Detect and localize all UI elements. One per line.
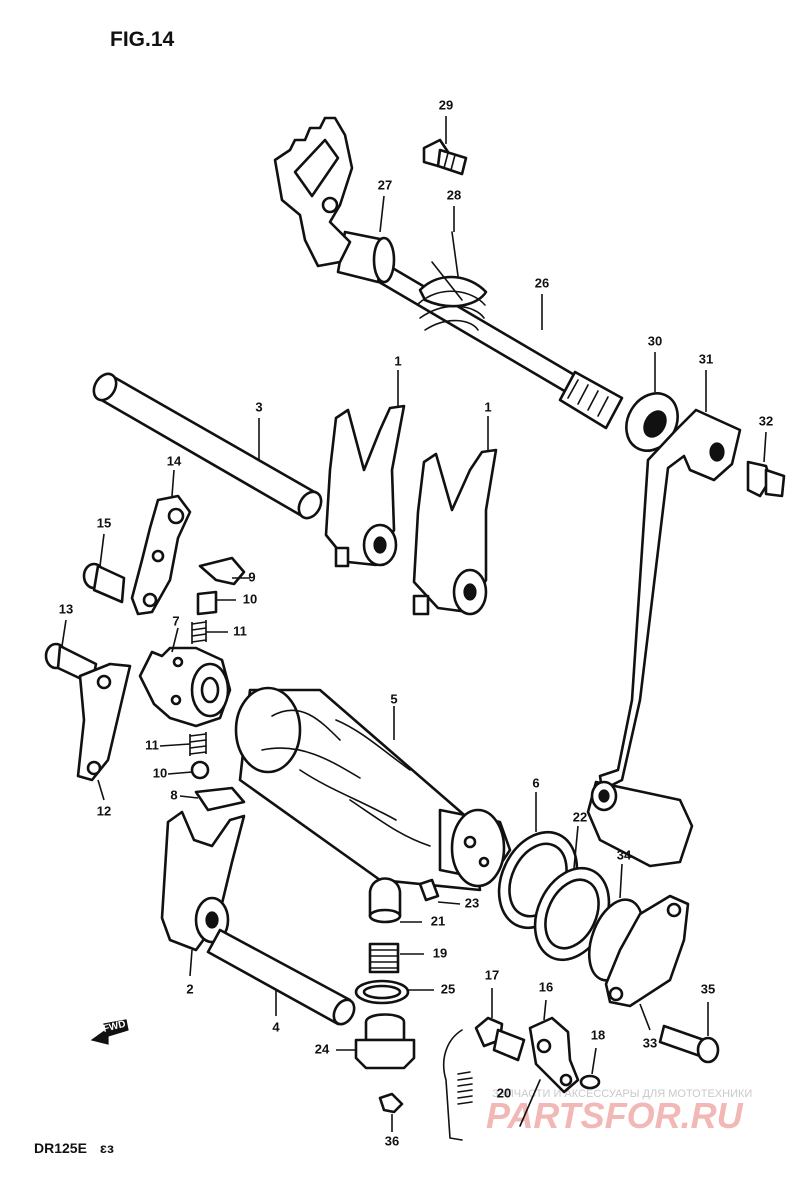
guide-screw — [82, 562, 126, 604]
switch-screw — [378, 1092, 404, 1114]
callout-22: 22 — [573, 809, 587, 824]
shift-fork-1b — [412, 448, 498, 616]
callout-7: 7 — [172, 613, 179, 628]
stopper-plate — [76, 662, 132, 782]
callout-20: 20 — [497, 1085, 511, 1100]
callout-30: 30 — [648, 333, 662, 348]
callout-21: 21 — [431, 913, 445, 928]
cam-stopper — [198, 556, 246, 586]
callout-34: 34 — [617, 847, 632, 862]
fwd-label: FWD — [102, 1019, 127, 1035]
model-suffix: ɛɜ — [100, 1140, 114, 1156]
callout-15: 15 — [97, 515, 111, 530]
cover-bolt — [658, 1024, 720, 1064]
callout-10a: 10 — [243, 591, 257, 606]
callout-8: 8 — [170, 787, 177, 802]
callout-11b: 11 — [145, 737, 159, 752]
callout-25: 25 — [441, 981, 455, 996]
small-washer — [579, 1074, 601, 1090]
callout-9: 9 — [248, 569, 255, 584]
stopper-pin — [196, 590, 218, 616]
fork-shaft-lower — [206, 928, 356, 1026]
cam-stopper-lower — [194, 786, 246, 812]
o-ring — [354, 979, 410, 1005]
arm-spring — [442, 1029, 473, 1141]
gearshift-cam — [234, 686, 512, 892]
forward-direction-arrow: FWD — [90, 1019, 129, 1045]
arm-bolt — [474, 1016, 526, 1062]
watermark-tagline: ЗАПЧАСТИ И АКСЕССУАРЫ ДЛЯ МОТОТЕХНИКИ — [492, 1088, 752, 1100]
stopper-bolt — [422, 138, 468, 176]
figure-title: FIG.14 — [110, 28, 175, 51]
cam-guide — [130, 494, 192, 616]
callout-3: 3 — [255, 399, 262, 414]
neutral-contact — [368, 877, 402, 924]
model-code: DR125E — [34, 1140, 87, 1156]
callout-36: 36 — [385, 1133, 399, 1148]
stopper-spring-lower — [189, 732, 207, 756]
callout-10b: 10 — [153, 765, 167, 780]
shift-ratchet-plate — [273, 116, 354, 268]
callout-18: 18 — [591, 1027, 605, 1042]
callout-16: 16 — [539, 979, 553, 994]
cover-plate — [604, 894, 690, 1008]
contact-spring — [368, 942, 400, 974]
callout-labels: 1 1 2 3 4 5 6 7 8 9 10 10 11 11 12 13 14… — [59, 97, 773, 1148]
stopper-pin-lower — [190, 760, 210, 780]
callout-19: 19 — [433, 945, 447, 960]
callout-26: 26 — [535, 275, 549, 290]
callout-1b: 1 — [484, 399, 491, 414]
cam-pin — [418, 878, 440, 902]
shift-fork-2 — [160, 810, 246, 952]
callout-17: 17 — [485, 967, 499, 982]
callout-2: 2 — [186, 981, 193, 996]
lever-bolt — [746, 460, 786, 498]
fork-shaft — [92, 372, 323, 520]
shift-fork-1a — [324, 404, 406, 568]
callout-4: 4 — [272, 1019, 280, 1034]
callout-6: 6 — [532, 775, 539, 790]
callout-5: 5 — [390, 691, 397, 706]
callout-35: 35 — [701, 981, 715, 996]
shift-arm — [519, 1016, 580, 1127]
gearshift-lever — [586, 408, 742, 868]
callout-13: 13 — [59, 601, 73, 616]
callout-1a: 1 — [394, 353, 401, 368]
callout-33: 33 — [643, 1035, 657, 1050]
callout-12: 12 — [97, 803, 111, 818]
neutral-switch — [354, 1013, 416, 1070]
callout-14: 14 — [167, 453, 182, 468]
callout-24: 24 — [315, 1041, 330, 1056]
callout-27: 27 — [378, 177, 392, 192]
watermark-site: PARTSFOR.RU — [486, 1095, 744, 1136]
callout-31: 31 — [699, 351, 713, 366]
callout-32: 32 — [759, 413, 773, 428]
stopper-spring — [191, 620, 207, 644]
callout-29: 29 — [439, 97, 453, 112]
callout-23: 23 — [465, 895, 479, 910]
cam-driven-gear — [138, 646, 232, 728]
callout-leaders — [61, 116, 767, 1132]
return-spring — [417, 231, 488, 331]
callout-11a: 11 — [233, 623, 247, 638]
callout-28: 28 — [447, 187, 461, 202]
